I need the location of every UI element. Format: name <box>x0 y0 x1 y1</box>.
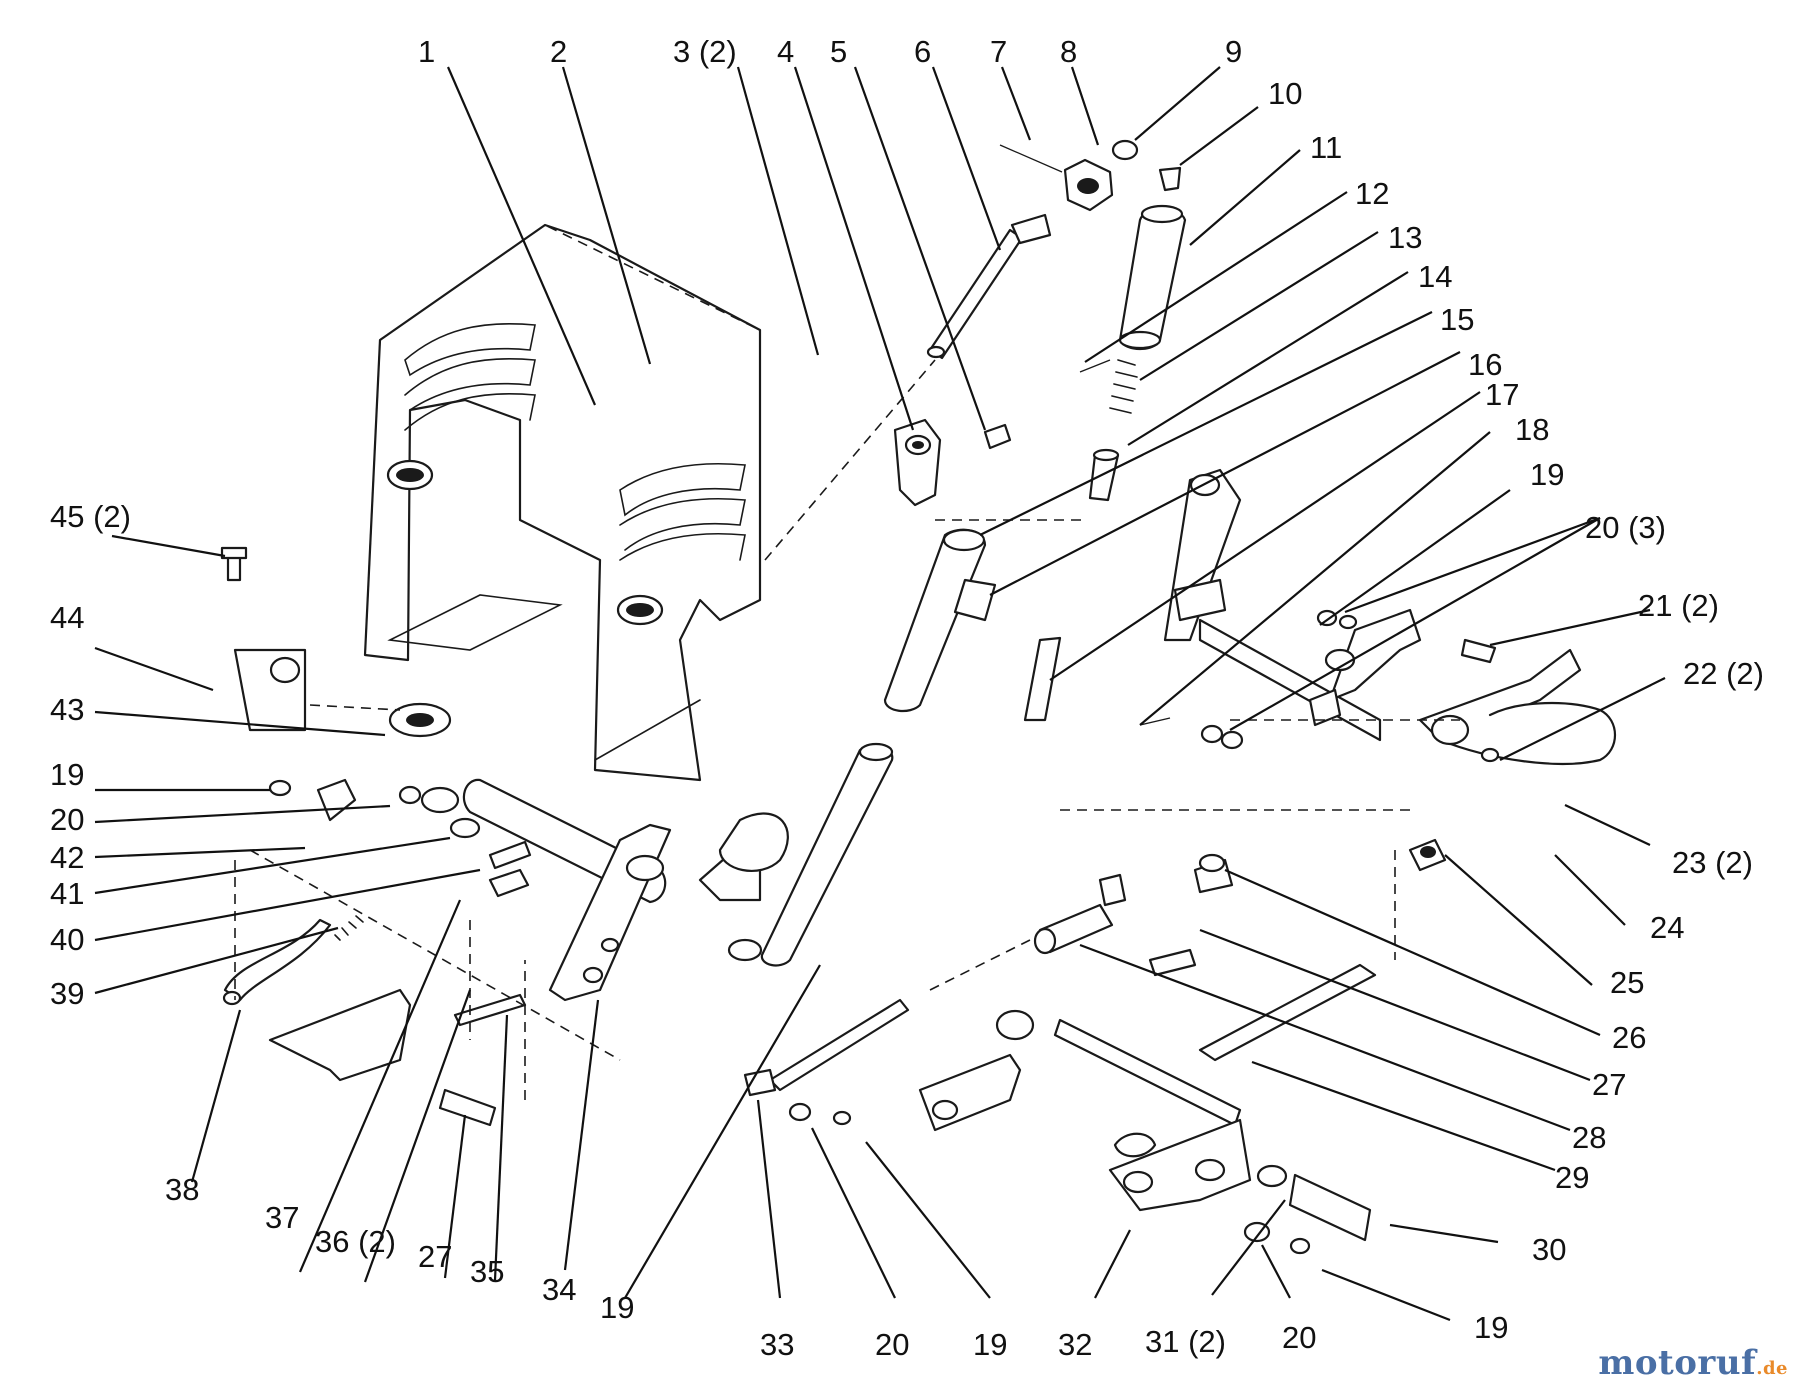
callout-20b: 20 <box>1282 1320 1316 1355</box>
pivot-bracket <box>893 418 1012 507</box>
callout-28: 28 <box>1572 1120 1606 1155</box>
callout-39: 39 <box>50 976 84 1011</box>
left-parts <box>220 546 532 1127</box>
callout-16: 16 <box>1468 347 1502 382</box>
callout-38: 38 <box>165 1172 199 1207</box>
callout-25: 25 <box>1610 965 1644 1000</box>
assembly-dashed-lines <box>234 359 1460 1100</box>
pedal-assembly <box>1139 468 1616 872</box>
callout-36: 36 (2) <box>315 1224 396 1259</box>
callout-13: 13 <box>1388 220 1422 255</box>
leader-lines <box>94 66 1666 1322</box>
callout-41: 41 <box>50 876 84 911</box>
callout-35: 35 <box>470 1254 504 1289</box>
lever-tubes <box>760 528 1062 967</box>
callout-26: 26 <box>1612 1020 1646 1055</box>
callout-11: 11 <box>1310 130 1342 165</box>
callout-19d: 19 <box>600 1290 634 1325</box>
callout-22: 22 (2) <box>1683 656 1764 691</box>
callout-12: 12 <box>1355 176 1389 211</box>
callout-1: 1 <box>418 34 435 69</box>
callout-31: 31 (2) <box>1145 1324 1226 1359</box>
callout-43: 43 <box>50 692 84 727</box>
callout-20d: 20 <box>50 802 84 837</box>
callout-14: 14 <box>1418 259 1452 294</box>
callout-8: 8 <box>1060 34 1077 69</box>
watermark-suffix: .de <box>1756 1358 1788 1379</box>
callout-2: 2 <box>550 34 567 69</box>
callout-27b: 27 <box>418 1239 452 1274</box>
callout-17: 17 <box>1485 377 1519 412</box>
watermark-logo: motoruf.de <box>1598 1343 1788 1383</box>
callout-24: 24 <box>1650 910 1684 945</box>
callout-29: 29 <box>1555 1160 1589 1195</box>
callout-37: 37 <box>265 1200 299 1235</box>
callout-21: 21 (2) <box>1638 588 1719 623</box>
callout-20-3: 20 (3) <box>1585 510 1666 545</box>
callout-27a: 27 <box>1592 1067 1626 1102</box>
callout-45: 45 (2) <box>50 499 131 534</box>
watermark-brand: motoruf <box>1598 1343 1757 1383</box>
callout-19e: 19 <box>50 757 84 792</box>
callout-40: 40 <box>50 922 84 957</box>
callout-23: 23 (2) <box>1672 845 1753 880</box>
callout-30: 30 <box>1532 1232 1566 1267</box>
callout-5: 5 <box>830 34 847 69</box>
callout-19c: 19 <box>973 1327 1007 1362</box>
callout-34: 34 <box>542 1272 576 1307</box>
callout-3: 3 (2) <box>673 34 737 69</box>
plunger-assembly <box>1079 204 1187 502</box>
callout-7: 7 <box>990 34 1007 69</box>
callout-10: 10 <box>1268 76 1302 111</box>
callout-44: 44 <box>50 600 84 635</box>
callout-20c: 20 <box>875 1327 909 1362</box>
callout-18: 18 <box>1515 412 1549 447</box>
shift-rod-assembly <box>926 139 1182 360</box>
linkage-assembly <box>743 853 1377 1255</box>
callout-9: 9 <box>1225 34 1242 69</box>
callout-19a: 19 <box>1530 457 1564 492</box>
console-shroud <box>363 223 762 782</box>
callout-6: 6 <box>914 34 931 69</box>
callout-15: 15 <box>1440 302 1474 337</box>
callout-4: 4 <box>777 34 794 69</box>
pivot-shaft-assembly <box>388 702 789 1002</box>
callout-19b: 19 <box>1474 1310 1508 1345</box>
callout-32: 32 <box>1058 1327 1092 1362</box>
callout-labels: 1 2 3 (2) 4 5 6 7 8 9 10 11 12 13 14 15 … <box>50 34 1764 1362</box>
callout-33: 33 <box>760 1327 794 1362</box>
callout-42: 42 <box>50 840 84 875</box>
